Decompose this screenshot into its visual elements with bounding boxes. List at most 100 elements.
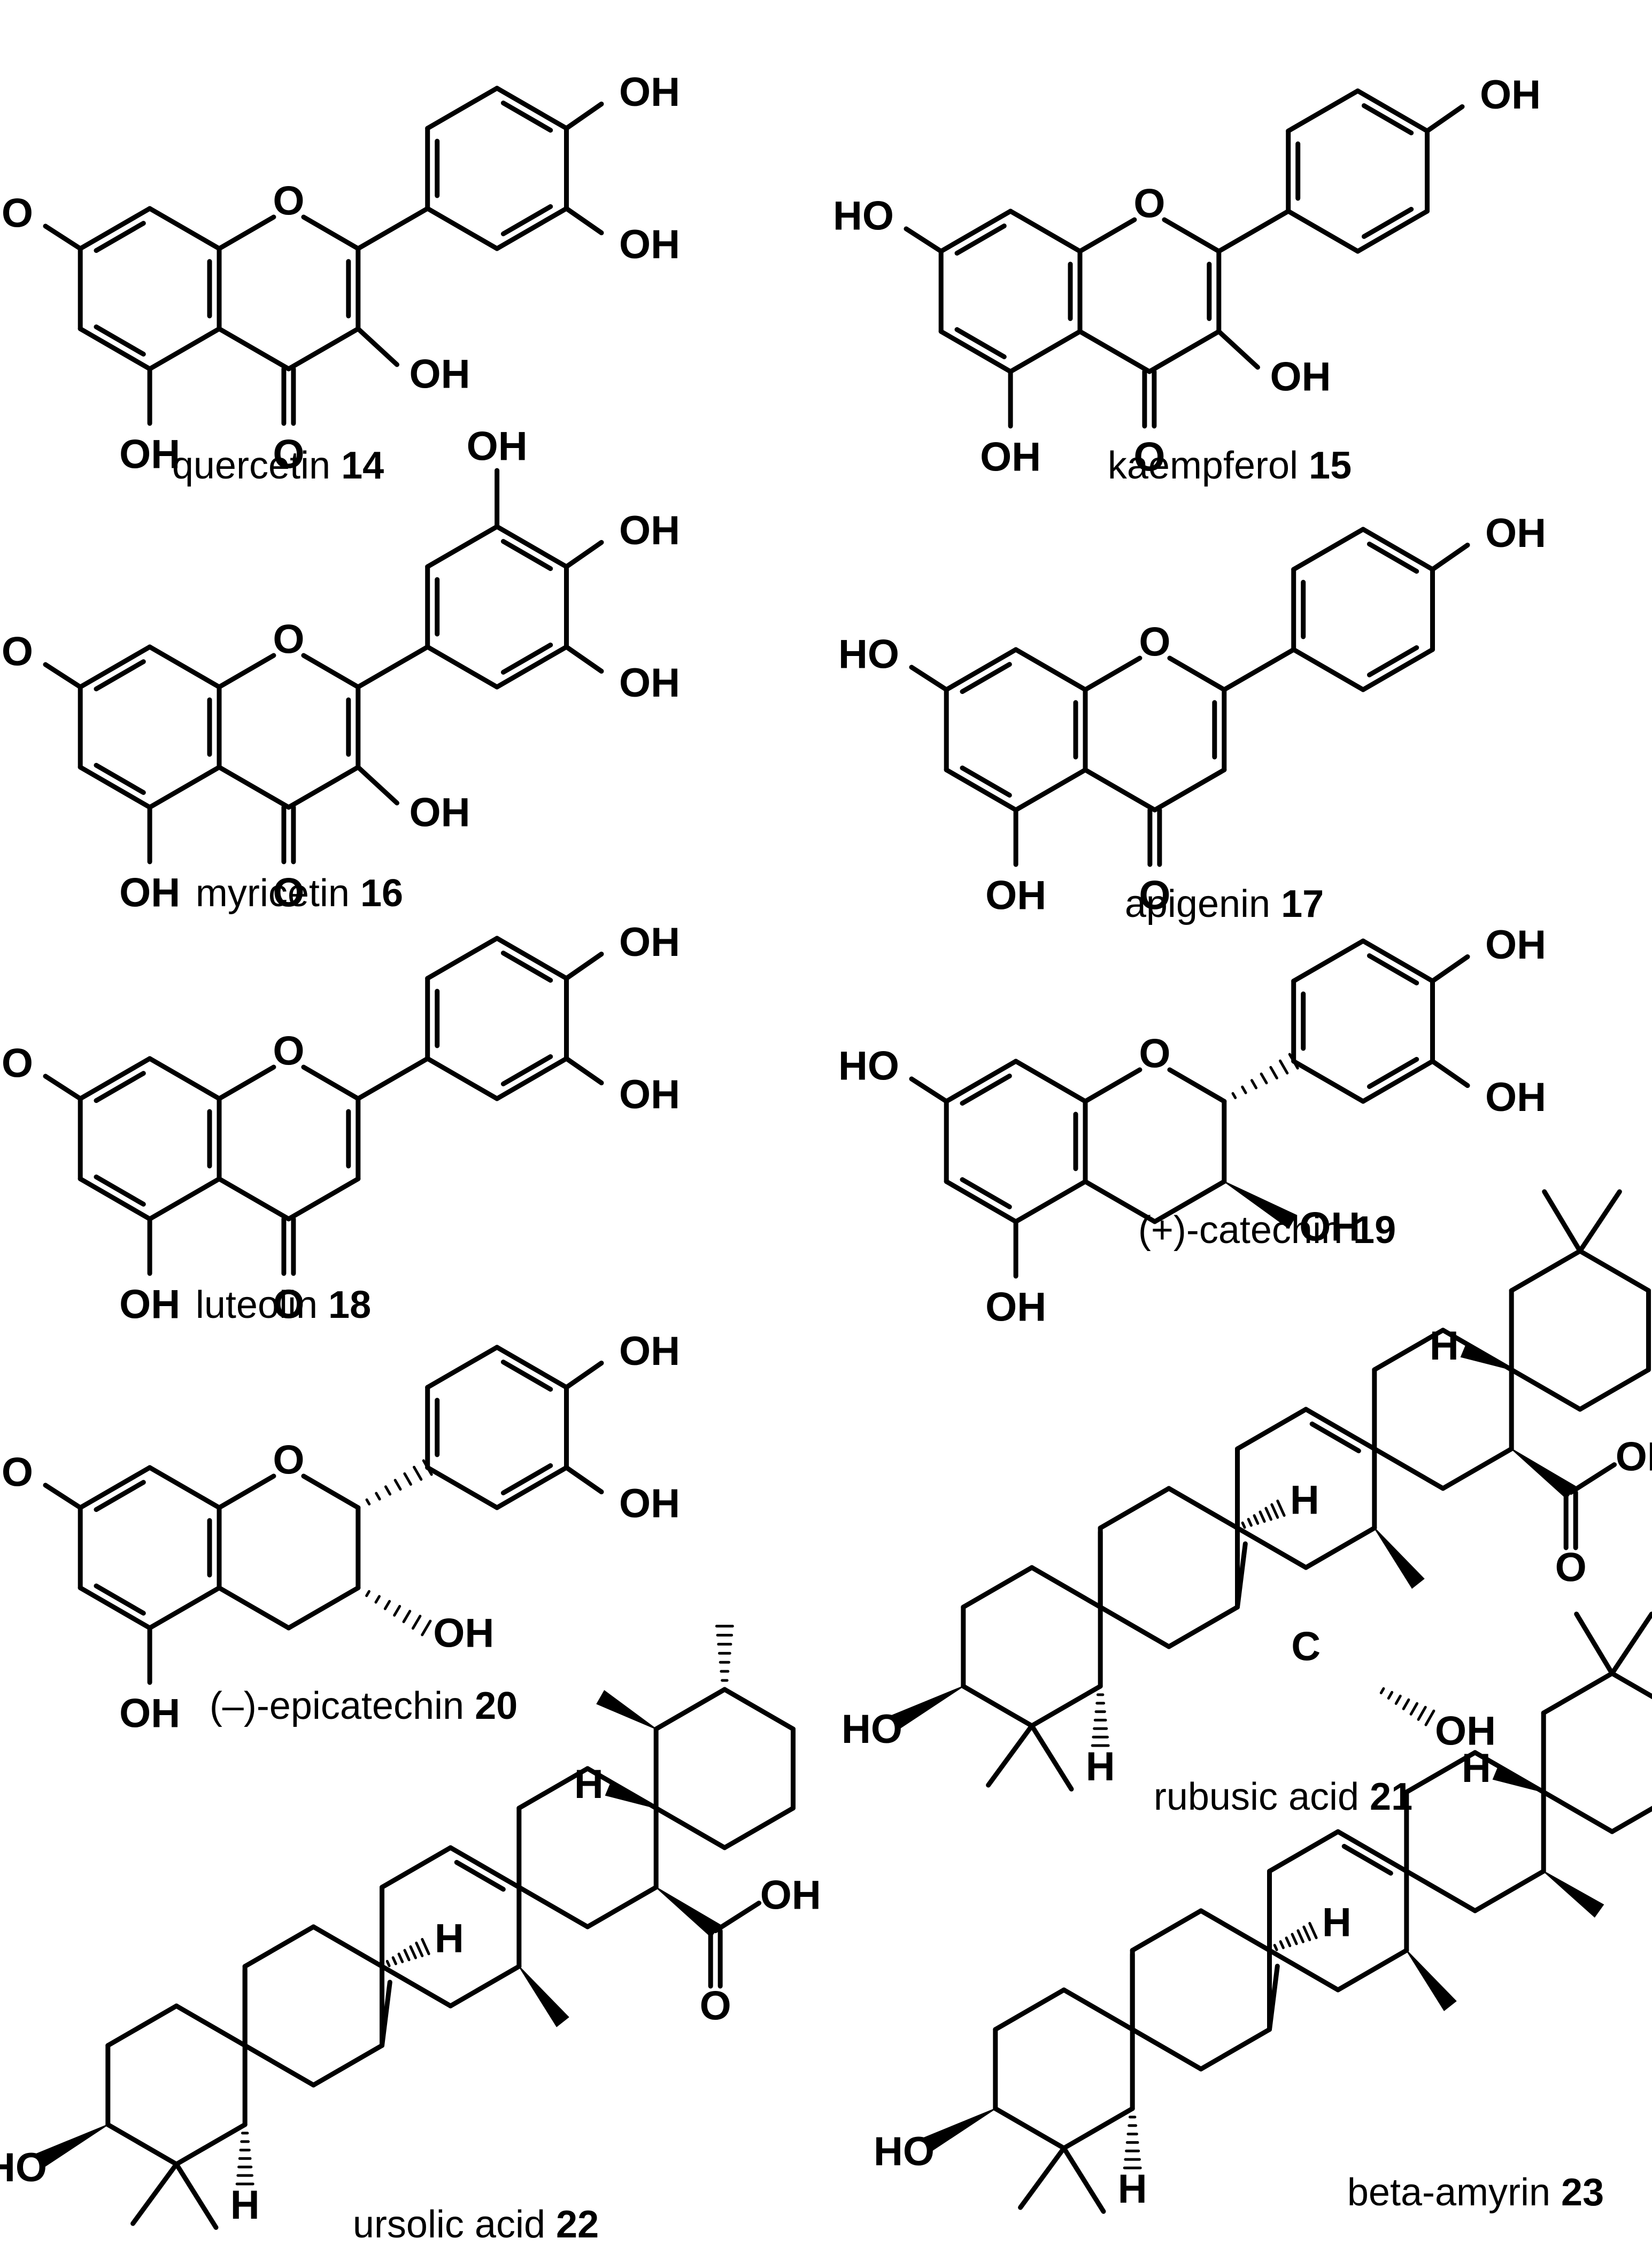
bond — [500, 1463, 553, 1495]
bond — [516, 1766, 590, 1811]
hydroxy-7-label: HO — [833, 194, 894, 239]
wedge-bond — [605, 1780, 657, 1809]
bond — [286, 326, 361, 372]
carbonyl-oxygen-label: O — [273, 870, 304, 916]
bond — [1013, 647, 1088, 692]
structure-myricetin: OOOHOHHOOHOHOH — [0, 424, 680, 916]
bond — [1609, 1805, 1652, 1834]
bond — [1424, 1709, 1435, 1726]
bond — [1061, 1987, 1135, 2032]
bond — [1098, 1486, 1171, 1531]
h18-label: H — [1462, 1746, 1491, 1791]
hydroxy-5-label: OH — [985, 1285, 1046, 1330]
bond — [495, 524, 569, 569]
bond — [722, 1687, 796, 1732]
bond — [356, 206, 430, 251]
molecule-drawings: OOOHOHHOOHOHOOOHOHHOOHOOOHOHHOOHOHOHOOOH… — [0, 70, 1652, 2230]
bond — [1361, 647, 1435, 692]
bond — [385, 1959, 391, 1967]
hydroxy-3-label: HO — [0, 2145, 47, 2190]
bond — [147, 644, 222, 690]
bond — [374, 1595, 381, 1604]
bond — [412, 1465, 423, 1481]
bond — [415, 1941, 424, 1957]
bond — [961, 1565, 1035, 1610]
ring-oxygen-label: O — [1133, 181, 1165, 227]
h5-label: H — [230, 2182, 260, 2228]
bond — [147, 1465, 222, 1510]
bond — [242, 2043, 316, 2088]
bond — [94, 762, 146, 795]
bond — [944, 1179, 1018, 1224]
hydroxy-3-label: HO — [842, 1707, 902, 1752]
bond — [391, 1956, 397, 1965]
bond — [1577, 1248, 1651, 1293]
ring-oxygen-label: O — [273, 617, 304, 662]
bond — [1541, 1671, 1615, 1716]
wedge-bond — [892, 1686, 964, 1730]
c-atom-label: C — [1291, 1624, 1321, 1670]
hydroxy-3-label: OH — [433, 1611, 494, 1656]
bond — [403, 1472, 412, 1486]
bond — [393, 1479, 402, 1491]
bond — [1291, 1933, 1298, 1946]
bond — [147, 1585, 222, 1631]
bond — [147, 1176, 222, 1222]
bond — [1253, 1514, 1260, 1525]
bond — [94, 1071, 146, 1103]
bond — [1013, 1179, 1088, 1224]
bond — [380, 1980, 392, 2048]
bond — [94, 1583, 146, 1616]
structure-rubusic-acid: HOHOOHHHCOH — [842, 1189, 1652, 1792]
bond — [1430, 954, 1470, 984]
bond — [500, 951, 553, 983]
bond — [1264, 1507, 1272, 1521]
bond — [1247, 1518, 1253, 1527]
bond — [1286, 88, 1361, 134]
bond — [954, 223, 1007, 256]
bond — [1267, 1948, 1341, 1993]
bond — [1267, 1964, 1280, 2032]
acid-hydroxy-label: OH — [1616, 1434, 1652, 1479]
bond — [1402, 1698, 1410, 1710]
bond — [1130, 2027, 1203, 2072]
bond — [495, 1345, 569, 1390]
bond — [1577, 1367, 1651, 1412]
bond — [1609, 1611, 1652, 1676]
hydroxy-7-label: HO — [0, 191, 33, 236]
bond — [1269, 1066, 1278, 1079]
bond — [495, 644, 569, 690]
bond — [1098, 1604, 1171, 1649]
bond — [1609, 1671, 1652, 1700]
wedge-bond — [596, 1690, 657, 1730]
bond — [174, 2162, 219, 2230]
bond — [1083, 655, 1142, 692]
bond — [1235, 1541, 1248, 1610]
bond — [217, 1473, 276, 1510]
bond — [78, 1056, 152, 1101]
hydroxy-3-label: OH — [410, 790, 470, 836]
h18-label: H — [574, 1762, 604, 1807]
bond — [960, 662, 1012, 694]
bond — [564, 1361, 604, 1390]
bond — [500, 1054, 553, 1086]
caption-rubusic-acid: rubusic acid 21 — [1154, 1776, 1412, 1818]
bond — [500, 204, 553, 236]
bond — [147, 765, 222, 810]
bond — [1355, 88, 1430, 134]
bond — [1008, 329, 1083, 374]
carbonyl-oxygen-label: O — [273, 1282, 304, 1327]
bond — [1083, 1067, 1142, 1104]
bond — [1291, 938, 1366, 984]
bond — [311, 2043, 385, 2088]
bond — [1291, 1059, 1366, 1104]
bond — [1509, 1248, 1582, 1293]
carbonyl-oxygen-label: O — [273, 432, 304, 477]
caption-luteolin: luteolin 18 — [196, 1284, 371, 1326]
bond — [1336, 1829, 1409, 1874]
bond — [1250, 1079, 1258, 1090]
